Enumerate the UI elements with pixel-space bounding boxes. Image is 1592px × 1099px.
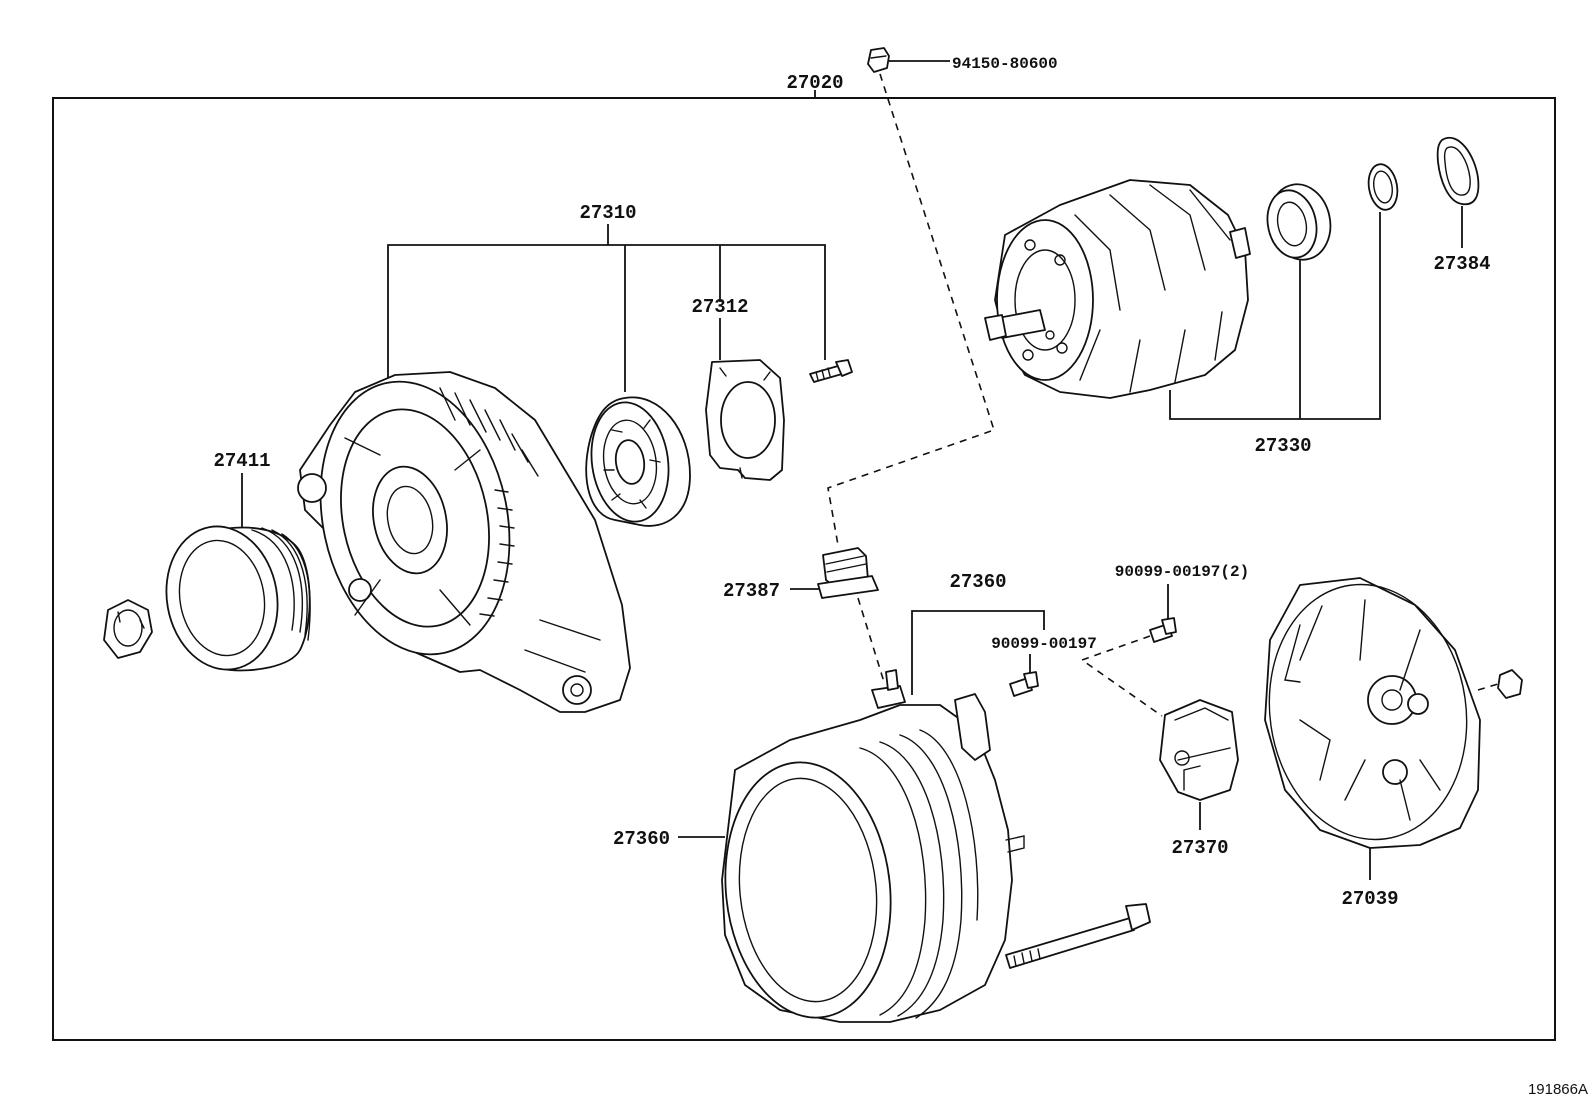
label-27387[interactable]: 27387 [723, 580, 780, 602]
screw-icon [809, 359, 853, 383]
label-27384[interactable]: 27384 [1433, 253, 1490, 275]
cap-icon [867, 47, 890, 73]
brush-holder-icon [1159, 699, 1239, 801]
label-27360-top[interactable]: 27360 [949, 571, 1006, 593]
label-27312[interactable]: 27312 [691, 296, 748, 318]
figure-id: 191866A [1528, 1081, 1588, 1098]
label-90099-00197-2[interactable]: 90099-00197(2) [1115, 563, 1249, 581]
label-27039[interactable]: 27039 [1341, 888, 1398, 910]
insulator-icon [1436, 137, 1480, 206]
drive-end-frame-icon [297, 371, 631, 713]
bolt-icon [1005, 903, 1151, 969]
nut-icon [103, 599, 153, 659]
nut-icon [1497, 669, 1523, 699]
label-27330[interactable]: 27330 [1254, 435, 1311, 457]
rear-cover-icon [1264, 577, 1481, 849]
label-27370[interactable]: 27370 [1171, 837, 1228, 859]
label-94150-80600[interactable]: 94150-80600 [952, 55, 1058, 73]
stator-icon [721, 669, 1025, 1023]
assembly-frame [52, 97, 1556, 1041]
label-90099-00197-b[interactable]: 90099-00197 [991, 635, 1097, 653]
label-27411[interactable]: 27411 [213, 450, 270, 472]
insulator-icon [817, 547, 879, 599]
screw-icon [1009, 671, 1039, 697]
screw-icon [1149, 617, 1177, 643]
bearing-icon [585, 396, 691, 527]
pulley-icon [165, 525, 311, 672]
assembly-number-label[interactable]: 27020 [786, 72, 843, 94]
label-27310[interactable]: 27310 [579, 202, 636, 224]
alternator-rotor-icon [984, 179, 1251, 399]
label-27360-stator[interactable]: 27360 [613, 828, 670, 850]
retainer-plate-icon [705, 359, 785, 481]
bearing-icon [1266, 183, 1332, 261]
ring-icon [1367, 163, 1399, 211]
